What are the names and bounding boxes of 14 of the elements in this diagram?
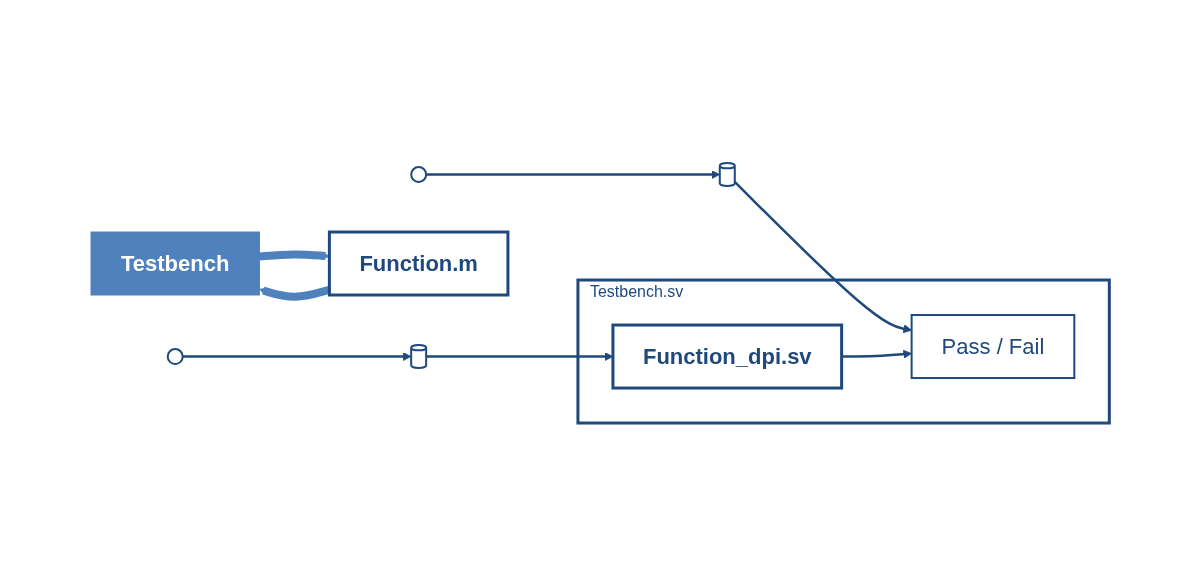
node-box: Function.m [327, 230, 510, 297]
node-ellipse [166, 348, 184, 365]
node-box: Testbench [90, 231, 260, 296]
arrow [841, 349, 912, 359]
node-box: Function_dpi.sv [611, 323, 843, 390]
node-cylinder [410, 344, 427, 370]
arrow [258, 285, 331, 301]
node-cylinder [718, 162, 736, 187]
arrow [733, 181, 912, 333]
arrow [258, 250, 330, 261]
arrow [182, 352, 412, 361]
node-ellipse [410, 166, 427, 183]
arrow [426, 170, 720, 179]
node-box: Pass / Fail [910, 314, 1076, 379]
